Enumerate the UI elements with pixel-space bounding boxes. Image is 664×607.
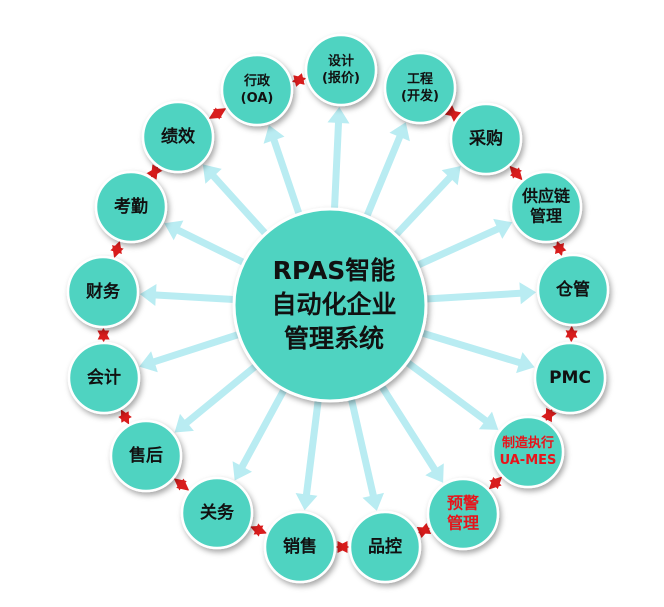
node-label-performance-0: 绩效 [161,126,195,147]
spoke-arrow-admin [263,125,304,219]
node-circle-design [304,33,378,107]
spoke-arrow-after-sales [174,360,262,433]
node-circle-finance [66,255,140,329]
node-accounting: 会计 [67,341,141,415]
ring-arrow-sales-customs [249,523,268,537]
spoke-arrow-warehouse [421,282,537,305]
ring-arrow-engineering-purchasing [444,105,462,122]
node-label-mes-1: UA-MES [500,453,557,468]
node-sales: 销售 [263,510,337,584]
node-circle-after-sales [109,419,183,493]
ring-arrow-customs-after-sales [173,478,190,491]
spoke-arrow-finance [139,284,239,306]
node-label-admin-1: (OA) [241,91,274,106]
ring-arrow-alert-quality [416,522,432,539]
node-customs: 关务 [180,476,254,550]
node-circle-accounting [67,341,141,415]
node-label-supply-chain-1: 管理 [530,207,562,226]
node-circle-pmc [533,341,607,415]
node-label-alert-0: 预警 [447,494,479,513]
node-circle-attendance [94,170,168,244]
node-label-alert-1: 管理 [447,514,479,533]
node-label-accounting-0: 会计 [87,367,121,388]
ring-arrow-finance-attendance [110,240,124,259]
department-nodes: 设计(报价)工程(开发)采购供应链管理仓管PMC制造执行UA-MES预警管理品控… [66,33,610,584]
node-circle-alert [426,477,500,551]
center-hub: RPAS智能 自动化企业 管理系统 [232,207,428,403]
node-label-supply-chain-0: 供应链 [521,187,571,206]
center-title-line-2: 自动化企业 [271,290,396,319]
ring-arrow-mes-alert [488,476,503,490]
center-hub-circle [232,207,428,403]
spoke-arrow-attendance [164,220,249,268]
node-performance: 绩效 [141,100,215,174]
node-label-purchasing-0: 采购 [468,128,503,149]
ring-connections [97,73,578,553]
node-label-engineering-1: (开发) [401,88,439,104]
spoke-arrow-quality [347,393,384,511]
node-circle-supply-chain [509,170,583,244]
spoke-arrow-mes [401,357,499,430]
spoke-arrow-pmc [417,328,535,374]
spoke-arrows [139,107,537,511]
ring-arrow-pmc-mes [541,407,557,423]
node-label-admin-0: 行政 [243,73,271,89]
node-label-after-sales-0: 售后 [129,445,163,466]
node-label-mes-0: 制造执行 [502,435,554,451]
center-title-line-3: 管理系统 [284,324,384,353]
node-design: 设计 (报价) [304,33,378,107]
spoke-arrow-accounting [139,329,244,373]
node-circle-mes [491,415,565,489]
spoke-arrow-engineering [362,122,410,222]
spoke-arrow-performance [202,164,271,240]
node-circle-admin [220,53,294,127]
node-label-attendance-0: 考勤 [113,196,148,217]
node-purchasing: 采购 [449,102,523,176]
node-label-customs-0: 关务 [200,502,235,523]
node-circle-warehouse [536,253,610,327]
spoke-arrow-purchasing [390,166,461,241]
node-label-design-1: (报价) [322,71,360,86]
node-warehouse: 仓管 [536,253,610,327]
node-label-sales-0: 销售 [283,536,317,557]
spoke-arrow-supply-chain [412,218,513,271]
node-label-design-0: 设计 [328,53,354,69]
node-finance: 财务 [66,255,140,329]
node-label-quality-0: 品控 [368,536,402,557]
spoke-arrow-sales [295,395,323,511]
node-circle-engineering [383,51,457,125]
node-quality: 品控 [348,510,422,584]
center-title-line-1: RPAS智能 [273,256,396,285]
node-circle-customs [180,476,254,550]
node-label-pmc-0: PMC [549,368,591,388]
node-circle-quality [348,510,422,584]
spoke-arrow-alert [376,380,444,483]
node-circle-sales [263,510,337,584]
ring-arrow-purchasing-supply-chain [509,165,523,181]
node-pmc: PMC [533,341,607,415]
node-after-sales: 售后 [109,419,183,493]
node-label-warehouse-0: 仓管 [555,279,590,300]
spoke-arrow-design [327,107,350,214]
ring-arrow-attendance-performance [146,164,163,180]
node-circle-purchasing [449,102,523,176]
node-mes: 制造执行 UA-MES [491,415,565,489]
ring-arrow-after-sales-accounting [118,409,132,425]
node-label-finance-0: 财务 [85,281,121,302]
ring-arrow-supply-chain-warehouse [552,240,567,257]
node-label-engineering-0: 工程 [407,72,433,87]
node-admin: 行政 (OA) [220,53,294,127]
node-engineering: 工程(开发) [383,51,457,125]
ring-arrow-admin-design [291,73,307,87]
node-circle-performance [141,100,215,174]
node-attendance: 考勤 [94,170,168,244]
ring-arrow-performance-admin [208,107,227,120]
spoke-arrow-customs [232,384,290,481]
